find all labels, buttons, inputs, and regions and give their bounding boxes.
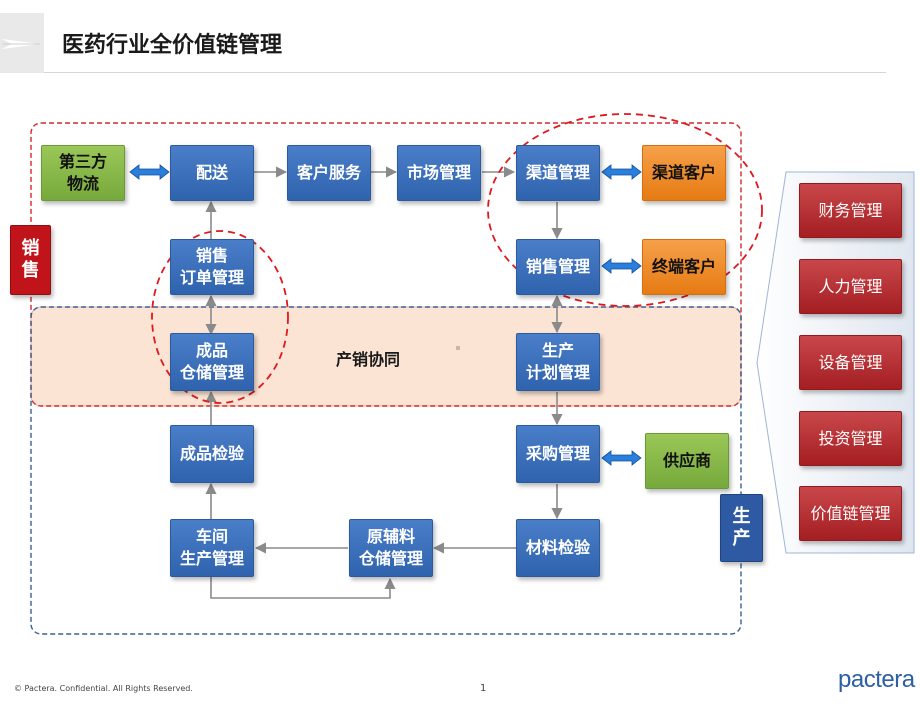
node-sales-management[interactable]: 销售管理 <box>516 239 600 295</box>
node-channel-customers[interactable]: 渠道客户 <box>642 145 726 201</box>
band-marker-dot <box>456 346 460 350</box>
sales-domain-frame <box>30 122 742 407</box>
node-customer-service[interactable]: 客户服务 <box>287 145 371 201</box>
sync-arrow-logistics-delivery <box>129 164 170 180</box>
node-workshop-production[interactable]: 车间 生产管理 <box>170 519 254 577</box>
node-raw-material-storage[interactable]: 原辅料 仓储管理 <box>349 519 433 577</box>
node-terminal-customers[interactable]: 终端客户 <box>642 239 726 295</box>
node-market-management[interactable]: 市场管理 <box>397 145 481 201</box>
node-finished-goods-storage[interactable]: 成品 仓储管理 <box>170 333 254 391</box>
production-domain-frame <box>30 306 742 635</box>
node-procurement-management[interactable]: 采购管理 <box>516 425 600 483</box>
band-label: 产销协同 <box>336 350 401 369</box>
node-channel-management[interactable]: 渠道管理 <box>516 145 600 201</box>
support-finance[interactable]: 财务管理 <box>799 183 902 238</box>
support-hr[interactable]: 人力管理 <box>799 259 902 314</box>
node-material-inspection[interactable]: 材料检验 <box>516 519 600 577</box>
highlight-ellipse-order-storage <box>151 230 289 404</box>
node-third-party-logistics[interactable]: 第三方 物流 <box>41 145 125 201</box>
sync-arrow-supplier <box>601 450 642 466</box>
page-title: 医药行业全价值链管理 <box>62 33 283 58</box>
production-side-label: 生 产 <box>720 494 763 562</box>
support-value-chain[interactable]: 价值链管理 <box>799 486 902 541</box>
node-supplier[interactable]: 供应商 <box>645 433 729 489</box>
pactera-logo: pactera <box>838 666 915 693</box>
node-production-planning[interactable]: 生产 计划管理 <box>516 333 600 391</box>
node-sales-order-management[interactable]: 销售 订单管理 <box>170 239 254 295</box>
support-investment[interactable]: 投资管理 <box>799 411 902 466</box>
support-equipment[interactable]: 设备管理 <box>799 335 902 390</box>
title-divider <box>44 72 886 73</box>
footer-copyright: © Pactera. Confidential. All Rights Rese… <box>14 684 193 693</box>
page-number: 1 <box>480 683 487 694</box>
corner-arrow-tab <box>0 13 44 73</box>
sync-arrow-terminal-customers <box>601 258 642 274</box>
highlight-ellipse-channel-sales <box>487 113 763 307</box>
arrow-logo-icon <box>2 39 40 49</box>
sync-arrow-channel-customers <box>601 164 642 180</box>
node-finished-goods-inspection[interactable]: 成品检验 <box>170 425 254 483</box>
sales-side-label: 销 售 <box>10 225 51 295</box>
arrow-workshop-loop-to-raw-storage <box>210 577 396 599</box>
node-delivery[interactable]: 配送 <box>170 145 254 201</box>
